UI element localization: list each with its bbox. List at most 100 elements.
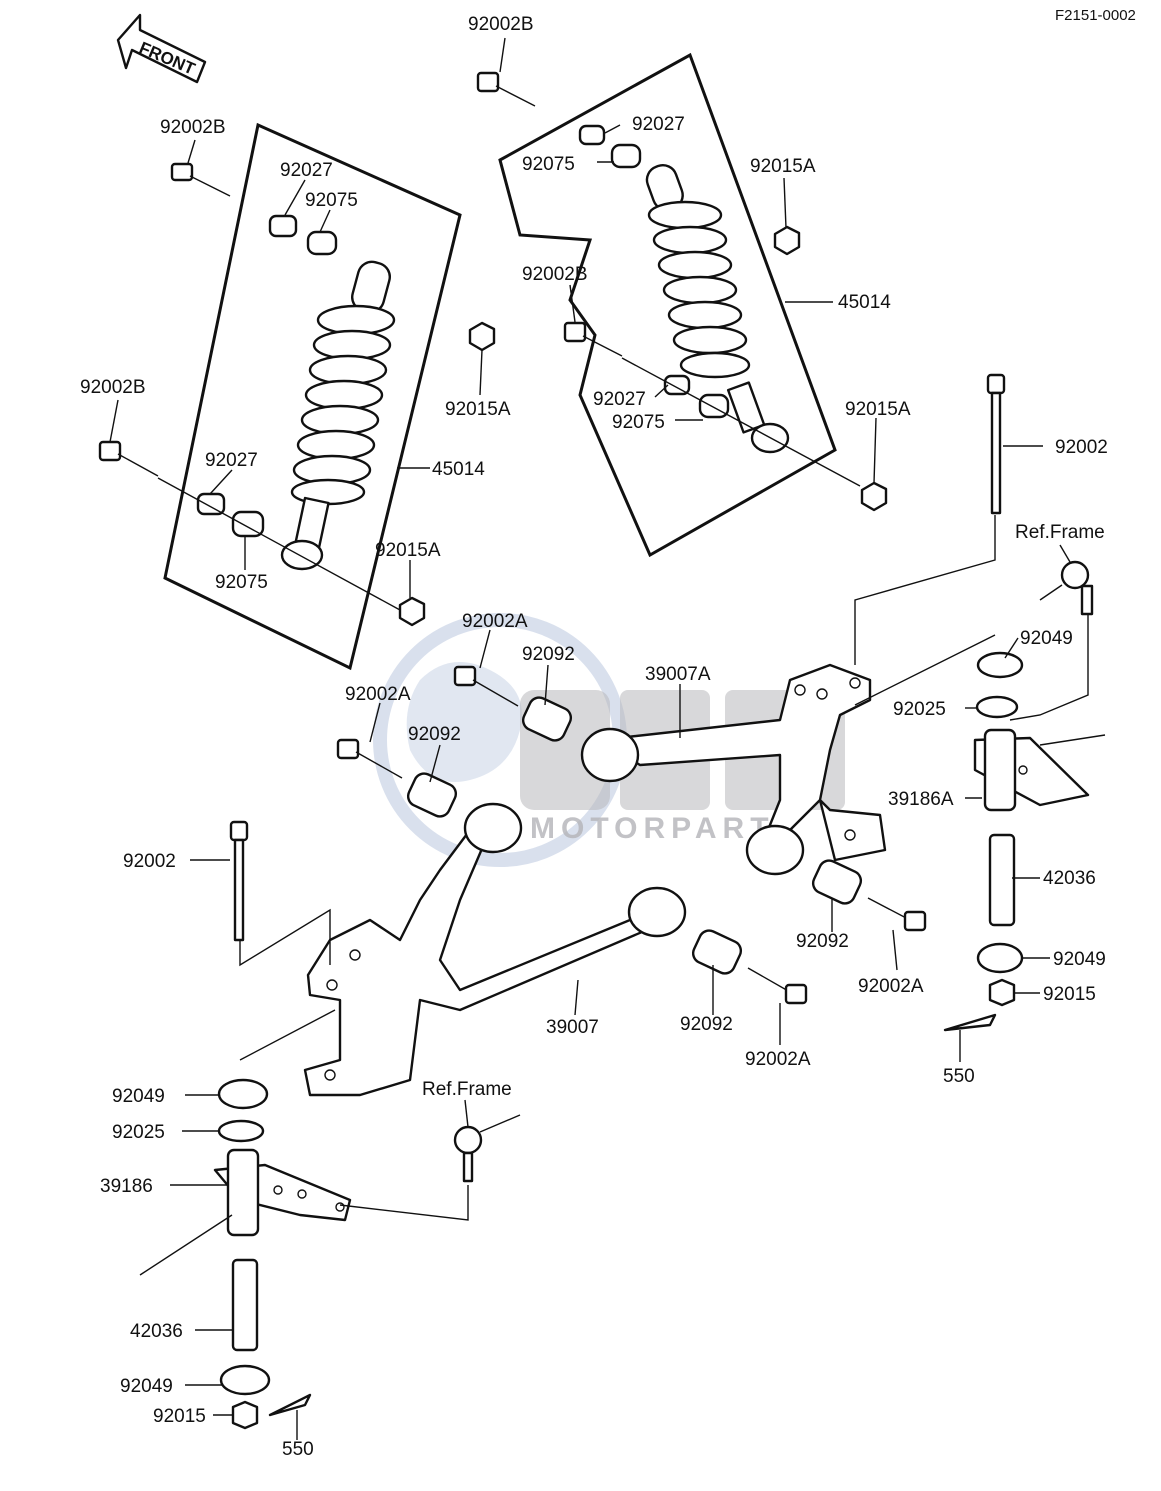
label-92002B-top: 92002B bbox=[468, 14, 534, 35]
label-92075-b: 92075 bbox=[522, 154, 575, 175]
collar-92027-c bbox=[196, 492, 226, 516]
nut-92015-a bbox=[988, 978, 1016, 1007]
tie-rod-end-left bbox=[453, 1114, 521, 1183]
label-45014-b: 45014 bbox=[838, 292, 891, 313]
shock-absorber-right bbox=[645, 164, 790, 454]
drawing-code: F2151-0002 bbox=[1055, 7, 1136, 24]
nut-92015A-d bbox=[860, 481, 888, 512]
nut-92015A-a bbox=[398, 596, 426, 627]
label-92002B-lower: 92002B bbox=[80, 377, 146, 398]
pin-42036-a bbox=[988, 833, 1016, 927]
label-92049-a: 92049 bbox=[1020, 628, 1073, 649]
label-92027-a: 92027 bbox=[280, 160, 333, 181]
shock-absorber-left bbox=[280, 260, 396, 571]
label-ref-frame-right: Ref.Frame bbox=[1015, 522, 1105, 543]
label-ref-frame-left: Ref.Frame bbox=[422, 1079, 512, 1100]
label-92092-b: 92092 bbox=[408, 724, 461, 745]
label-92027-c: 92027 bbox=[205, 450, 258, 471]
seal-92049-b bbox=[976, 942, 1024, 974]
label-92002A-b: 92002A bbox=[345, 684, 411, 705]
label-92015-a: 92015 bbox=[1043, 984, 1096, 1005]
bushing-92092-c bbox=[811, 859, 863, 905]
part-labels: 92002B 92002B 92027 92075 92027 92075 92… bbox=[80, 14, 1108, 1460]
bushing-92092-d bbox=[691, 929, 743, 975]
bolt-92002A-c bbox=[867, 897, 927, 932]
bolt-92002B-lower bbox=[98, 440, 159, 477]
label-92002A-c: 92002A bbox=[858, 976, 924, 997]
label-92002B-mid: 92002B bbox=[522, 264, 588, 285]
label-92049-d: 92049 bbox=[120, 1376, 173, 1397]
label-92075-a: 92075 bbox=[305, 190, 358, 211]
bolt-92002A-a bbox=[453, 665, 519, 707]
label-92002A-a: 92002A bbox=[462, 611, 528, 632]
label-92015A-c: 92015A bbox=[750, 156, 816, 177]
label-39007A: 39007A bbox=[645, 664, 711, 685]
bolt-92002A-d bbox=[747, 967, 808, 1005]
label-42036-a: 42036 bbox=[1043, 868, 1096, 889]
bolt-92002-left bbox=[229, 820, 249, 942]
label-39007: 39007 bbox=[546, 1017, 599, 1038]
bolt-92002B-mid bbox=[563, 321, 623, 357]
bolt-92002-right bbox=[986, 373, 1006, 515]
label-92002-left: 92002 bbox=[123, 851, 176, 872]
upper-arm-39007A bbox=[580, 663, 887, 876]
left-knuckle-group bbox=[139, 1009, 521, 1430]
label-39186A: 39186A bbox=[888, 789, 954, 810]
washer-92025-a bbox=[975, 695, 1019, 719]
collar-92027-a bbox=[268, 214, 298, 238]
right-knuckle-group bbox=[854, 560, 1106, 1032]
label-92075-d: 92075 bbox=[612, 412, 665, 433]
nut-92015A-b bbox=[468, 321, 496, 352]
right-shock-assembly bbox=[476, 52, 888, 558]
tie-rod-end-right bbox=[1039, 560, 1094, 616]
label-92027-b: 92027 bbox=[632, 114, 685, 135]
cotter-pin-550-b bbox=[268, 1393, 312, 1417]
label-92092-a: 92092 bbox=[522, 644, 575, 665]
bolt-92002A-b bbox=[336, 738, 403, 779]
label-92049-c: 92049 bbox=[112, 1086, 165, 1107]
bushing-92075-c bbox=[231, 510, 265, 538]
seal-92049-c bbox=[217, 1078, 269, 1110]
cotter-pin-550-a bbox=[943, 1013, 997, 1032]
pin-42036-b bbox=[231, 1258, 259, 1352]
label-92002A-d: 92002A bbox=[745, 1049, 811, 1070]
label-550-a: 550 bbox=[943, 1066, 975, 1087]
collar-92027-b bbox=[578, 124, 606, 146]
bushing-92075-b bbox=[610, 143, 642, 169]
bushing-92075-d bbox=[698, 393, 730, 419]
label-92092-c: 92092 bbox=[796, 931, 849, 952]
label-45014-a: 45014 bbox=[432, 459, 485, 480]
label-92015A-d: 92015A bbox=[845, 399, 911, 420]
washer-92025-b bbox=[217, 1119, 265, 1143]
front-arrow: FRONT bbox=[116, 13, 207, 84]
nut-92015A-c bbox=[773, 225, 801, 256]
label-92075-c: 92075 bbox=[215, 572, 268, 593]
bolt-92002B-top bbox=[476, 71, 536, 107]
label-92015A-b: 92015A bbox=[445, 399, 511, 420]
label-92092-d: 92092 bbox=[680, 1014, 733, 1035]
left-shock-assembly bbox=[98, 122, 496, 671]
label-92015-b: 92015 bbox=[153, 1406, 206, 1427]
label-550-b: 550 bbox=[282, 1439, 314, 1460]
label-92002B-left: 92002B bbox=[160, 117, 226, 138]
label-92002-right: 92002 bbox=[1055, 437, 1108, 458]
bolt-92002B-left bbox=[170, 162, 231, 197]
bushing-92075-a bbox=[306, 230, 338, 256]
label-92025-a: 92025 bbox=[893, 699, 946, 720]
label-92027-d: 92027 bbox=[593, 389, 646, 410]
label-42036-b: 42036 bbox=[130, 1321, 183, 1342]
label-92049-b: 92049 bbox=[1053, 949, 1106, 970]
knuckle-39186 bbox=[139, 1148, 352, 1276]
bushing-92092-a bbox=[521, 696, 573, 742]
leader-lines bbox=[109, 37, 1071, 1440]
label-92015A-a: 92015A bbox=[375, 540, 441, 561]
seal-92049-a bbox=[976, 651, 1024, 679]
knuckle-39186A bbox=[973, 728, 1106, 812]
label-92025-b: 92025 bbox=[112, 1122, 165, 1143]
label-39186: 39186 bbox=[100, 1176, 153, 1197]
nut-92015-b bbox=[231, 1400, 259, 1430]
lower-arm-39007 bbox=[303, 802, 687, 1097]
seal-92049-d bbox=[219, 1364, 271, 1396]
bushing-92092-b bbox=[406, 772, 458, 818]
